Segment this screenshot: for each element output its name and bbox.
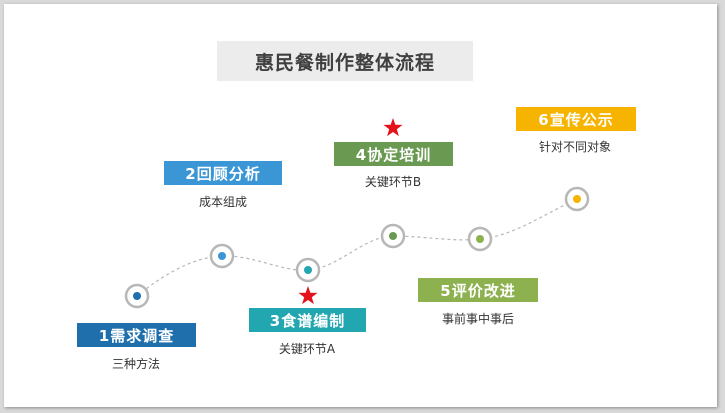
step-label-2: 2回顾分析 (164, 161, 282, 185)
page-title: 惠民餐制作整体流程 (217, 41, 473, 81)
step-label-6: 6宣传公示 (516, 107, 636, 131)
step-dot-2 (209, 243, 235, 269)
step-note-5: 事前事中事后 (441, 312, 514, 326)
step-dot-1 (124, 283, 150, 309)
step-note-6: 针对不同对象 (538, 140, 611, 154)
step-dot-6 (564, 186, 590, 212)
step-note-2: 成本组成 (198, 195, 247, 209)
step-dot-4 (380, 223, 406, 249)
step-label-4: 4协定培训 (334, 142, 453, 166)
step-note-4: 关键环节B (364, 175, 422, 189)
step-label-1: 1需求调查 (77, 323, 196, 347)
step-label-5: 5评价改进 (418, 278, 538, 302)
process-curve (136, 198, 578, 297)
step-note-1: 三种方法 (111, 357, 160, 371)
step-label-3: 3食谱编制 (249, 308, 366, 332)
process-flow-graphic (124, 118, 590, 309)
step-dot-5 (467, 226, 493, 252)
step-note-3: 关键环节A (278, 342, 336, 356)
slide: 惠民餐制作整体流程 1需求调查 三种方法 2回顾分析 成本组成 3食谱编制 关键… (4, 4, 717, 407)
step-dot-3 (295, 257, 321, 283)
star-icon-step-3 (298, 286, 318, 305)
star-icon-step-4 (383, 118, 403, 137)
